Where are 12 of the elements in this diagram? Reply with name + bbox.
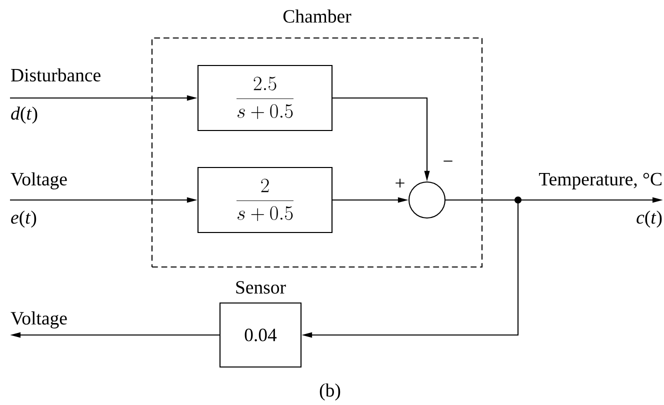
caption-label: (b)	[320, 384, 340, 400]
block-title: Sensor	[236, 281, 286, 294]
box-title: Chamber	[283, 10, 352, 23]
sensor-block: 0.04	[219, 302, 302, 368]
signal-label: Temperature, °C c(t)	[539, 172, 662, 228]
transfer-function-block: $\frac{2}{s+0.5}$	[197, 166, 333, 234]
signal-label: Voltage	[10, 311, 67, 328]
sign-label: −	[444, 160, 452, 162]
signal-label: Voltage e(t)	[10, 172, 67, 228]
transfer-function-block: $\frac{2.5}{s+0.5}$	[197, 64, 333, 132]
signal-label: Disturbance d(t)	[11, 68, 100, 124]
sign-label: +	[396, 178, 404, 188]
